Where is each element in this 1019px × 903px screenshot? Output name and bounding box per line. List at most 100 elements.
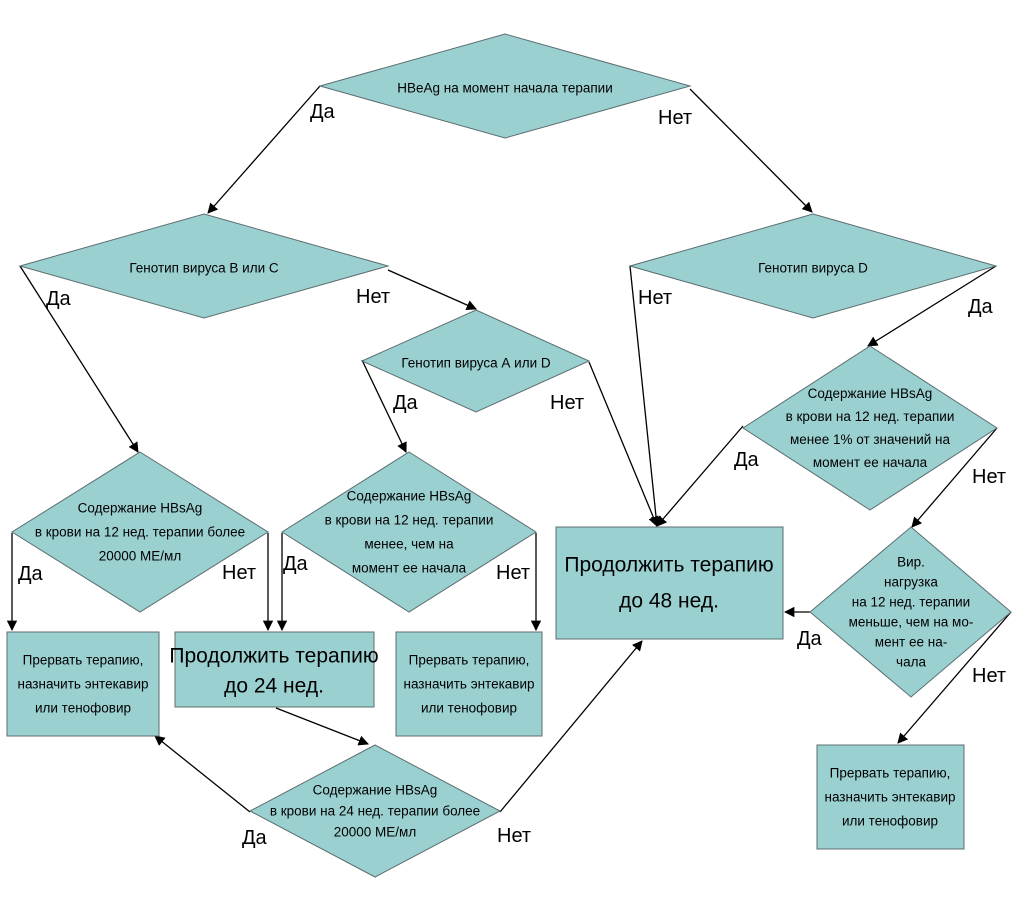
decision-hbsag-24-20000: Содержание HBsAg в крови на 24 нед. терап… xyxy=(248,744,502,878)
node-label-line: в крови на 12 нед. терапии xyxy=(325,513,494,528)
node-label-line: или тенофовир xyxy=(842,814,938,829)
edges xyxy=(6,85,1012,813)
edge-genotype-d-no xyxy=(629,265,662,528)
node-label-line: нагрузка xyxy=(884,575,938,590)
label-genotype-bc-no: Нет xyxy=(356,286,390,308)
node-label-line: Вир. xyxy=(897,555,925,570)
node-label-line: Прервать терапию, xyxy=(409,653,530,668)
nodes: HBeAg на момент начала терапии Генотип в… xyxy=(6,33,1012,878)
label-hbsag-less-start-yes: Да xyxy=(283,553,309,575)
node-label-line: Содержание HBsAg xyxy=(313,783,438,798)
node-label-line: мент ее на- xyxy=(875,635,947,650)
edge-genotype-ad-no xyxy=(588,361,659,527)
node-label-line: на 12 нед. терапии xyxy=(852,595,970,610)
label-hbsag-24-yes: Да xyxy=(242,827,268,849)
node-label-line: момент ее начала xyxy=(352,561,467,576)
label-hbsag-20000-no: Нет xyxy=(222,562,256,584)
node-label: Вир. нагрузка на 12 нед. терапии меньше, че… xyxy=(849,555,974,670)
edge-genotype-bc-yes xyxy=(19,265,139,453)
box-stop-therapy-left: Прервать терапию, назначить энтекавир или … xyxy=(6,631,160,737)
node-label: Прервать терапию, назначить энтекавир или … xyxy=(824,766,955,829)
node-label-line: 20000 МЕ/мл xyxy=(99,549,181,564)
edge-continue-24-to-hbsag-24 xyxy=(275,707,369,746)
box-continue-48: Продолжить терапию до 48 нед. xyxy=(555,526,784,640)
edge-genotype-d-yes xyxy=(867,265,997,347)
edge-viral-load-no xyxy=(897,611,1012,744)
edge-hbeag-yes xyxy=(207,85,321,214)
box-stop-therapy-right: Прервать терапию, назначить энтекавир или … xyxy=(816,744,965,850)
node-label: Продолжить терапию до 48 нед. xyxy=(564,553,773,612)
node-label: Генотип вируса B или С xyxy=(129,261,279,276)
decision-hbeag: HBeAg на момент начала терапии xyxy=(318,33,692,139)
node-label: Прервать терапию, назначить энтекавир или … xyxy=(17,653,148,716)
node-label-line: Прервать терапию, xyxy=(830,766,951,781)
node-label-line: в крови на 12 нед. терапии xyxy=(786,409,955,424)
node-label-line: Продолжить терапию xyxy=(564,553,773,576)
node-label-line: в крови на 24 нед. терапии более xyxy=(270,804,480,819)
node-label-line: до 48 нед. xyxy=(619,589,719,612)
label-genotype-ad-yes: Да xyxy=(393,392,419,414)
label-genotype-ad-no: Нет xyxy=(550,392,584,414)
node-label: Продолжить терапию до 24 нед. xyxy=(169,644,378,697)
label-hbsag-1pct-no: Нет xyxy=(972,466,1006,488)
node-label-line: чала xyxy=(896,655,926,670)
node-label-line: Генотип вируса А или D xyxy=(401,356,551,371)
node-label-line: назначить энтекавир xyxy=(17,677,148,692)
decision-viral-load: Вир. нагрузка на 12 нед. терапии меньше, че… xyxy=(809,526,1012,698)
node-label-line: Прервать терапию, xyxy=(23,653,144,668)
node-label-line: меньше, чем на мо- xyxy=(849,615,974,630)
node-label-line: Содержание HBsAg xyxy=(78,501,203,516)
node-label: Содержание HBsAg в крови на 12 нед. терап… xyxy=(35,501,245,564)
node-label-line: Генотип вируса B или С xyxy=(129,261,279,276)
node-label: Генотип вируса D xyxy=(758,261,868,276)
node-label: Содержание HBsAg в крови на 12 нед. терап… xyxy=(325,489,494,576)
label-hbsag-24-no: Нет xyxy=(497,825,531,847)
label-viral-load-yes: Да xyxy=(797,628,823,650)
node-label: Прервать терапию, назначить энтекавир или … xyxy=(403,653,534,716)
label-hbeag-yes: Да xyxy=(310,101,336,123)
decision-genotype-bc: Генотип вируса B или С xyxy=(18,213,390,319)
decision-hbsag-12-less-start: Содержание HBsAg в крови на 12 нед. терап… xyxy=(281,451,537,613)
decision-genotype-ad: Генотип вируса А или D xyxy=(360,309,591,413)
box-continue-24: Продолжить терапию до 24 нед. xyxy=(169,631,379,708)
label-hbeag-no: Нет xyxy=(658,107,692,129)
edge-labels: Да Нет Да Нет Нет Да Да Нет Да Нет Да Не… xyxy=(18,101,1006,849)
edge-hbsag-1pct-no xyxy=(911,427,998,528)
node-label: Содержание HBsAg в крови на 12 нед. терап… xyxy=(786,386,955,470)
edge-hbsag-1pct-yes xyxy=(656,425,744,527)
node-label-line: менее 1% от значений на xyxy=(790,432,951,447)
label-hbsag-1pct-yes: Да xyxy=(734,449,760,471)
edge-genotype-bc-no xyxy=(387,269,477,310)
node-label-line: менее, чем на xyxy=(364,537,454,552)
node-label-line: Продолжить терапию xyxy=(169,644,378,667)
node-label-line: в крови на 12 нед. терапии более xyxy=(35,525,245,540)
node-label-line: Генотип вируса D xyxy=(758,261,868,276)
node-label-line: назначить энтекавир xyxy=(403,677,534,692)
node-label-line: до 24 нед. xyxy=(224,674,324,697)
node-label-line: HBeAg на момент начала терапии xyxy=(397,81,613,96)
label-viral-load-no: Нет xyxy=(972,665,1006,687)
label-genotype-d-yes: Да xyxy=(968,296,994,318)
label-genotype-bc-yes: Да xyxy=(46,288,72,310)
node-label-line: Содержание HBsAg xyxy=(347,489,472,504)
label-hbsag-less-start-no: Нет xyxy=(496,562,530,584)
edge-genotype-ad-yes xyxy=(361,359,407,453)
node-label: HBeAg на момент начала терапии xyxy=(397,81,613,96)
edge-hbsag-24-no xyxy=(499,640,643,813)
decision-genotype-d: Генотип вируса D xyxy=(628,213,998,319)
node-label-line: Содержание HBsAg xyxy=(808,386,933,401)
decision-hbsag-12-1pct: Содержание HBsAg в крови на 12 нед. терап… xyxy=(742,345,998,511)
node-label-line: 20000 МЕ/мл xyxy=(334,825,416,840)
label-hbsag-20000-yes: Да xyxy=(18,563,44,585)
node-label-line: назначить энтекавир xyxy=(824,790,955,805)
node-label: Генотип вируса А или D xyxy=(401,356,551,371)
node-label-line: или тенофовир xyxy=(421,701,517,716)
node-label-line: момент ее начала xyxy=(813,455,928,470)
edge-hbeag-no xyxy=(689,88,813,213)
node-label-line: или тенофовир xyxy=(35,701,131,716)
label-genotype-d-no: Нет xyxy=(638,287,672,309)
decision-hbsag-12-20000: Содержание HBsAg в крови на 12 нед. терап… xyxy=(11,451,269,613)
node-label: Содержание HBsAg в крови на 24 нед. терап… xyxy=(270,783,480,840)
box-stop-therapy-middle: Прервать терапию, назначить энтекавир или … xyxy=(395,631,543,737)
